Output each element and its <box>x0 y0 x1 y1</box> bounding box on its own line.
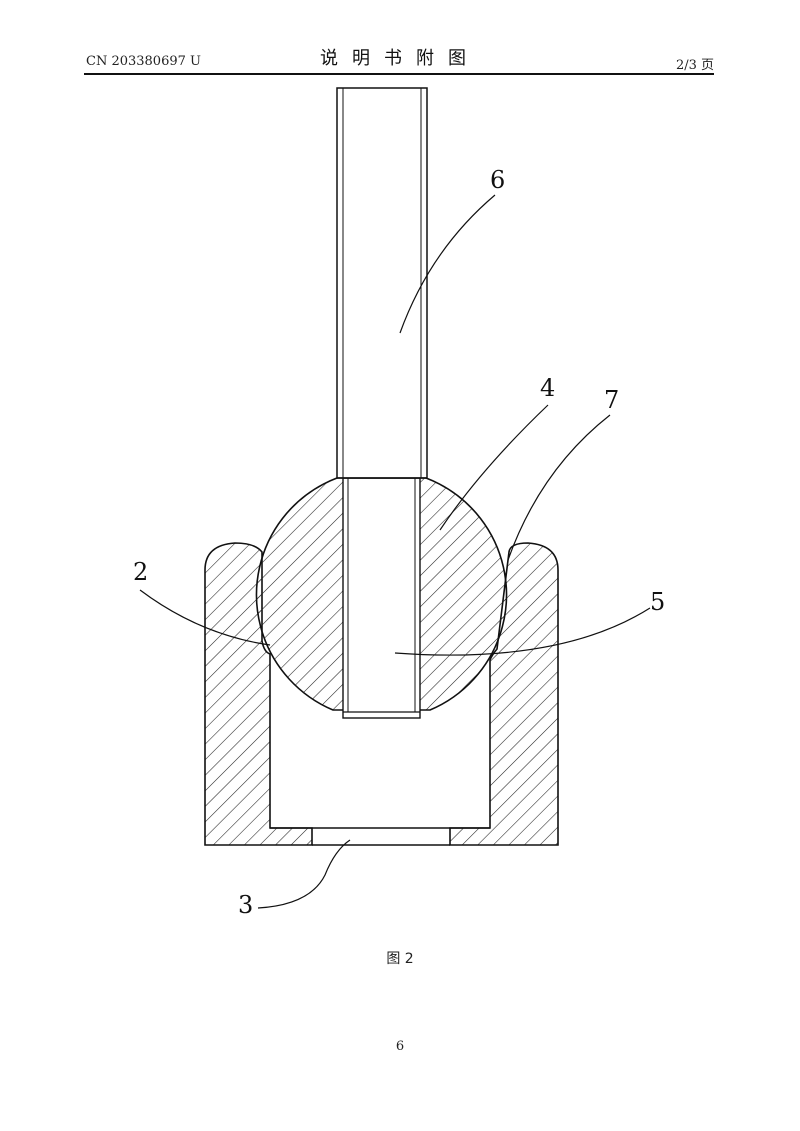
label-4: 4 <box>540 374 555 402</box>
leader-2 <box>139 589 271 646</box>
page-header: CN 203380697 U 说明书附图 2/3 页 <box>0 0 800 80</box>
rod <box>336 87 428 479</box>
document-title: 说明书附图 <box>320 48 480 69</box>
header-rule <box>84 73 714 75</box>
label-7: 7 <box>604 386 619 414</box>
leader-3 <box>257 839 351 909</box>
socket-housing-left <box>204 542 313 846</box>
socket-housing-right <box>449 542 559 846</box>
label-5: 5 <box>650 588 665 616</box>
ball-bore <box>342 477 421 719</box>
leader-7 <box>507 414 611 561</box>
leader-5 <box>394 607 651 656</box>
label-2: 2 <box>133 558 148 586</box>
publication-number: CN 203380697 U <box>86 54 201 69</box>
leader-6 <box>399 194 496 334</box>
figure-caption: 图 2 <box>386 951 414 967</box>
page-number: 6 <box>395 1039 405 1054</box>
leader-4 <box>439 404 549 531</box>
label-3: 3 <box>238 891 253 919</box>
label-6: 6 <box>490 166 505 194</box>
page-of-total: 2/3 页 <box>675 58 714 73</box>
